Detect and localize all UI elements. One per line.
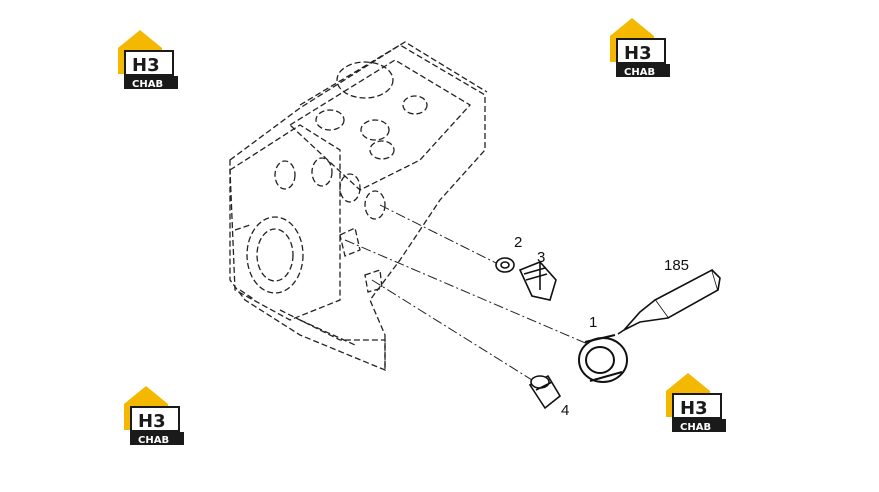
part-label-185: 185 <box>664 257 689 274</box>
svg-text:H3: H3 <box>138 411 166 432</box>
svg-text:CHAB: CHAB <box>138 435 169 446</box>
part-label-3: 3 <box>537 249 545 266</box>
house-logo-icon: H3 CHAB <box>124 386 184 446</box>
part-seal-ring <box>578 334 628 383</box>
leader-lines <box>344 204 591 386</box>
svg-text:CHAB: CHAB <box>624 67 655 78</box>
part-sealant-tube <box>617 268 721 335</box>
svg-text:CHAB: CHAB <box>680 422 711 433</box>
part-plug <box>518 261 557 301</box>
svg-text:CHAB: CHAB <box>132 79 163 90</box>
house-logo-icon: H3 CHAB <box>118 30 178 90</box>
part-label-1: 1 <box>589 314 597 331</box>
svg-text:H3: H3 <box>624 43 652 64</box>
svg-text:H3: H3 <box>680 398 708 419</box>
part-washer <box>495 257 515 273</box>
house-logo-icon: H3 CHAB <box>666 373 726 433</box>
part-label-4: 4 <box>561 402 569 419</box>
svg-text:H3: H3 <box>132 55 160 76</box>
part-label-2: 2 <box>514 234 522 251</box>
house-logo-icon: H3 CHAB <box>610 18 670 78</box>
engine-block <box>229 41 488 371</box>
part-sleeve <box>528 374 562 410</box>
